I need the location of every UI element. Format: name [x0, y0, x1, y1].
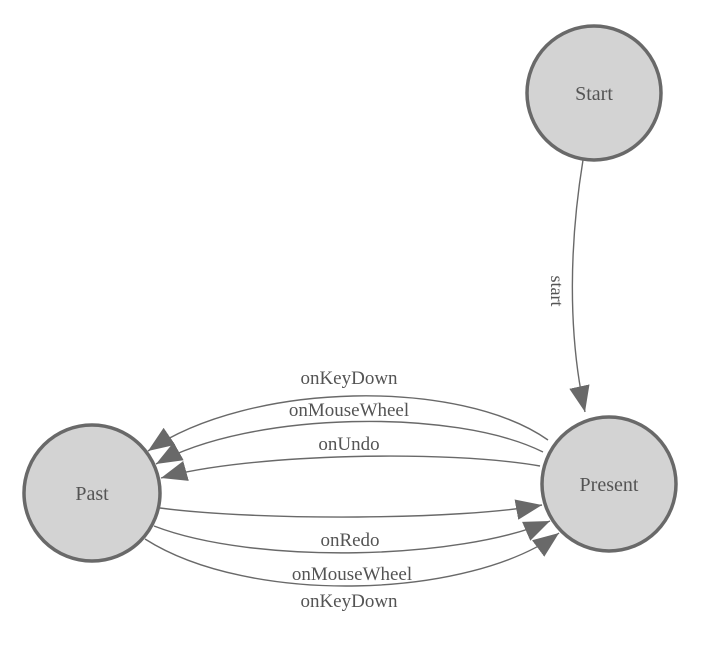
edge-past-to-present-onredo [159, 499, 543, 520]
edge-label-onmousewheel-bottom: onMouseWheel [292, 564, 412, 585]
edge-label-start: start [547, 276, 567, 307]
edge-label-onkeydown-top: onKeyDown [300, 368, 398, 389]
edge-label-onundo: onUndo [318, 434, 379, 455]
state-node-present[interactable]: Present [540, 415, 678, 553]
start-node-circle[interactable] [525, 24, 663, 162]
edge-label-onredo: onRedo [320, 530, 379, 551]
edge-present-to-past-onkeydown [147, 395, 549, 452]
node-layer: Start Present Past [22, 24, 678, 563]
edge-start-to-present [569, 159, 590, 413]
start-node-label: Start [575, 83, 613, 105]
edge-label-onkeydown-bottom: onKeyDown [300, 591, 398, 612]
edge-label-layer: start onKeyDown onMouseWheel onUndo onRe… [289, 276, 567, 613]
state-node-past[interactable]: Past [22, 423, 162, 563]
present-node-label: Present [580, 474, 639, 496]
edge-present-to-past-onundo [160, 455, 541, 481]
state-node-start[interactable]: Start [525, 24, 663, 162]
past-node-circle[interactable] [22, 423, 162, 563]
edge-past-to-present-onkeydown [144, 532, 560, 587]
edge-layer [144, 159, 590, 587]
edge-present-to-past-onmousewheel [155, 420, 544, 465]
edge-label-onmousewheel-top: onMouseWheel [289, 400, 409, 421]
past-node-label: Past [75, 483, 109, 505]
edge-past-to-present-onmousewheel [153, 520, 551, 554]
present-node-circle[interactable] [540, 415, 678, 553]
